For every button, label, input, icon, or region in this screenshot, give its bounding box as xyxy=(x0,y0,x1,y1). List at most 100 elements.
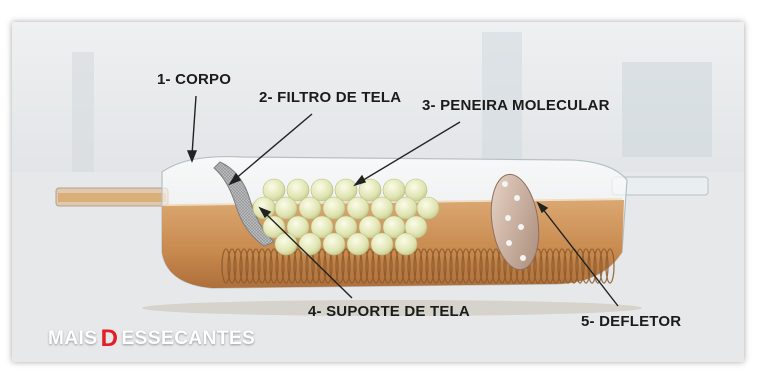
sieve-bead xyxy=(346,232,370,256)
coil-turn xyxy=(443,248,453,284)
baffle-hole xyxy=(518,224,524,230)
sieve-bead xyxy=(334,215,358,239)
sieve-bead xyxy=(322,232,346,256)
coil-turn xyxy=(233,248,243,284)
background-bottle xyxy=(482,32,522,162)
coil-turn xyxy=(389,248,399,284)
screen-filter xyxy=(213,161,275,247)
leader-line-defletor xyxy=(541,207,619,307)
sieve-bead xyxy=(370,232,394,256)
leader-line-suporte xyxy=(263,211,353,299)
coil-turn xyxy=(533,248,543,284)
sieve-bead xyxy=(334,178,358,202)
coil-turn xyxy=(449,248,459,284)
sieve-bead xyxy=(322,196,346,220)
baffle-hole xyxy=(502,181,508,187)
coil-turn xyxy=(431,248,441,284)
coil-turn xyxy=(269,248,279,284)
logo-text-essecantes: ESSECANTES xyxy=(121,328,256,349)
filter-dryer-illustration xyxy=(12,22,744,362)
label-peneira-molecular: 3- PENEIRA MOLECULAR xyxy=(422,97,610,114)
coil-turn xyxy=(251,248,261,284)
baffle-hole xyxy=(514,195,520,201)
coil-turn xyxy=(563,248,573,284)
leader-arrow-corpo xyxy=(186,150,198,163)
coil-turn xyxy=(221,248,231,284)
baffle-disk xyxy=(490,173,540,271)
leader-arrow-peneira xyxy=(353,174,366,187)
coil-turn xyxy=(341,248,351,284)
sieve-bead xyxy=(358,178,382,202)
molecular-sieve-beads xyxy=(252,178,440,256)
coil-turn xyxy=(425,248,435,284)
background-equipment xyxy=(622,62,712,157)
sieve-bead xyxy=(262,215,286,239)
sieve-bead xyxy=(298,232,322,256)
logo-drop-d: D xyxy=(99,325,121,352)
sieve-bead xyxy=(262,178,286,202)
leader-line-peneira xyxy=(359,121,461,183)
coil-turn xyxy=(491,248,501,284)
coil-turn xyxy=(599,248,609,284)
sieve-bead xyxy=(404,178,428,202)
leader-line-corpo xyxy=(191,95,197,156)
background-glassware xyxy=(72,52,94,172)
coil-turn xyxy=(293,248,303,284)
sieve-bead xyxy=(394,196,418,220)
coil-turn xyxy=(257,248,267,284)
coil-turn xyxy=(413,248,423,284)
coil-turn xyxy=(545,248,555,284)
coil-turn xyxy=(473,248,483,284)
dryer-diagram-frame: 1- CORPO 2- FILTRO DE TELA 3- PENEIRA MO… xyxy=(12,22,744,362)
coil-turn xyxy=(455,248,465,284)
coil-turn xyxy=(245,248,255,284)
coil-turn xyxy=(575,248,585,284)
coil-turn xyxy=(365,248,375,284)
sieve-bead xyxy=(358,215,382,239)
coil-turn xyxy=(605,248,615,284)
inlet-tube-liquid xyxy=(58,193,166,202)
baffle-hole xyxy=(505,215,511,221)
baffle-hole xyxy=(506,240,512,246)
sieve-bead xyxy=(394,232,418,256)
sieve-bead xyxy=(286,178,310,202)
label-filtro-de-tela: 2- FILTRO DE TELA xyxy=(259,89,402,106)
spring-coil xyxy=(221,248,615,284)
coil-turn xyxy=(419,248,429,284)
coil-turn xyxy=(479,248,489,284)
sieve-bead xyxy=(370,196,394,220)
coil-turn xyxy=(437,248,447,284)
coil-turn xyxy=(593,248,603,284)
coil-turn xyxy=(539,248,549,284)
coil-turn xyxy=(461,248,471,284)
coil-turn xyxy=(485,248,495,284)
coil-turn xyxy=(467,248,477,284)
sieve-bead xyxy=(404,215,428,239)
logo-letter-d: D xyxy=(100,325,119,352)
coil-turn xyxy=(551,248,561,284)
coil-turn xyxy=(587,248,597,284)
leader-arrow-suporte xyxy=(258,206,272,219)
leader-arrow-defletor xyxy=(536,201,549,214)
coil-turn xyxy=(263,248,273,284)
coil-turn xyxy=(557,248,567,284)
sieve-bead xyxy=(286,215,310,239)
label-corpo: 1- CORPO xyxy=(157,71,232,88)
baffle-hole xyxy=(520,255,526,261)
label-suporte-de-tela: 4- SUPORTE DE TELA xyxy=(308,303,470,320)
sieve-bead xyxy=(346,196,370,220)
coil-turn xyxy=(317,248,327,284)
mais-dessecantes-logo: MAIS D ESSECANTES xyxy=(48,324,255,354)
logo-text-mais: MAIS xyxy=(48,328,98,349)
sieve-bead xyxy=(274,232,298,256)
label-defletor: 5- DEFLETOR xyxy=(581,313,682,330)
sieve-bead xyxy=(274,196,298,220)
leader-arrow-filtro xyxy=(228,172,242,186)
coil-turn xyxy=(581,248,591,284)
coil-turn xyxy=(239,248,249,284)
body-shadow xyxy=(142,300,642,316)
sieve-bead xyxy=(416,196,440,220)
leader-line-filtro xyxy=(233,113,313,181)
sieve-bead xyxy=(298,196,322,220)
sieve-bead xyxy=(310,215,334,239)
